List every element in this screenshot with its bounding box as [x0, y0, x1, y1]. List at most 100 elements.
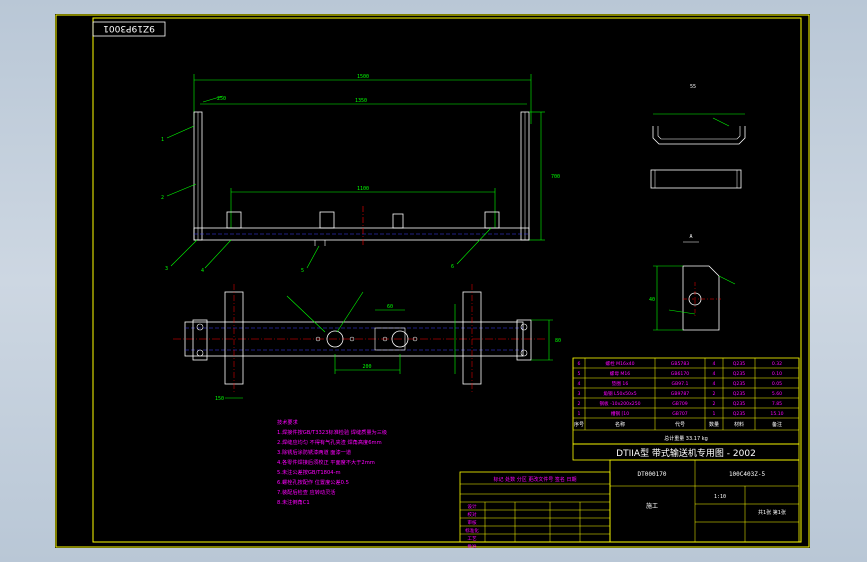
- parts-cell-name: 钢板 -10x200x250: [599, 400, 640, 407]
- title-block-row-label: 标准化: [465, 527, 479, 534]
- callout-5: 5: [301, 268, 304, 274]
- parts-header-wt: 备注: [772, 421, 782, 428]
- parts-cell-qty: 2: [713, 391, 716, 397]
- part-code: 100C403Z-5: [729, 471, 766, 478]
- parts-cell-wt: 15.10: [770, 411, 783, 417]
- title-block-row-label: 设计: [467, 503, 477, 510]
- parts-cell-mat: Q235: [733, 411, 745, 417]
- parts-cell-no: 5: [578, 371, 581, 377]
- parts-cell-no: 3: [578, 391, 581, 397]
- parts-header-qty: 数量: [709, 421, 719, 428]
- parts-cell-wt: 7.85: [772, 401, 782, 407]
- callout-6: 6: [451, 264, 454, 270]
- change-header: 标记 处数 分区 更改文件号 签名 日期: [494, 476, 577, 483]
- parts-cell-qty: 2: [713, 401, 716, 407]
- note-line: 5.未注公差按GB/T1804-m: [277, 468, 341, 476]
- code-stamp-box: [92, 21, 166, 37]
- cad-drawing: 9Z19P3001 1500 1350 250 700 1100: [55, 14, 810, 548]
- callout-4: 4: [201, 268, 204, 274]
- info-block: [609, 459, 800, 543]
- parts-cell-no: 2: [578, 401, 581, 407]
- notes-heading: 技术要求: [277, 418, 299, 426]
- parts-cell-std: GB9787: [671, 391, 689, 397]
- parts-cell-std: GB97.1: [672, 381, 689, 387]
- note-line: 6.螺栓孔按配作 位置度公差0.5: [277, 478, 349, 486]
- dim-inner-width: 1350: [355, 98, 367, 104]
- parts-cell-wt: 0.32: [772, 361, 782, 367]
- detail-view-top: 55: [650, 84, 746, 189]
- parts-cell-std: GB709: [672, 401, 688, 407]
- parts-cell-mat: Q235: [733, 401, 745, 407]
- plan-right-plate: [462, 291, 482, 385]
- parts-header-std: 代号: [675, 421, 685, 428]
- plan-right-lug: [516, 319, 532, 361]
- parts-cell-qty: 4: [713, 381, 716, 387]
- parts-cell-wt: 0.10: [772, 371, 782, 377]
- title-block-row-label: 工艺: [467, 536, 477, 542]
- parts-cell-wt: 0.05: [772, 381, 782, 387]
- callout-1: 1: [161, 137, 164, 143]
- plan-left-plate: [224, 291, 244, 385]
- parts-cell-std: GB5783: [671, 361, 689, 367]
- detail-channel-top: [652, 126, 746, 145]
- parts-cell-mat: Q235: [733, 381, 745, 387]
- stage-label: 施工: [646, 502, 658, 510]
- parts-cell-no: 1: [578, 411, 581, 417]
- parts-summary: 总计重量 33.17 kg: [664, 435, 708, 442]
- callout-2: 2: [161, 195, 164, 201]
- parts-cell-name: 垫圈 16: [612, 380, 629, 387]
- parts-cell-mat: Q235: [733, 361, 745, 367]
- dim-section: 40: [649, 297, 655, 303]
- parts-cell-no: 6: [578, 361, 581, 367]
- note-line: 3.除锈后涂防锈漆两道 面漆一道: [277, 448, 351, 456]
- section-label: A: [689, 234, 692, 240]
- parts-cell-wt: 5.60: [772, 391, 782, 397]
- dim-plan-a: 200: [362, 364, 371, 370]
- parts-cell-mat: Q235: [733, 371, 745, 377]
- parts-cell-name: 螺母 M16: [610, 370, 631, 377]
- center-bracket: [319, 211, 335, 229]
- callout-3: 3: [165, 266, 168, 272]
- title-block-row-label: 校对: [467, 511, 477, 518]
- note-line: 7.装配后检查 应转动灵活: [277, 488, 335, 496]
- drawing-number: DT000170: [638, 471, 667, 478]
- right-bracket: [484, 211, 500, 229]
- parts-header-name: 名称: [615, 421, 625, 428]
- detail-section-a: A 40: [649, 234, 736, 331]
- parts-cell-mat: Q235: [733, 391, 745, 397]
- dim-bottom-span: 1100: [357, 186, 369, 192]
- inner-border: [92, 17, 802, 543]
- parts-cell-std: GB6170: [671, 371, 689, 377]
- front-view: 1500 1350 250 700 1100 1 2: [161, 74, 560, 274]
- plan-hole-left: [326, 330, 344, 348]
- note-line: 2.焊缝应均匀 不得有气孔夹渣 焊角高度6mm: [277, 438, 382, 446]
- parts-cell-name: 螺栓 M16x40: [605, 360, 634, 367]
- drawing-title: DTIIA型 带式输送机专用图 - 2002: [616, 447, 756, 459]
- parts-cell-qty: 4: [713, 371, 716, 377]
- title-block-row-label: 审核: [467, 519, 477, 526]
- outer-border: [55, 14, 810, 548]
- dim-small-gap: 150: [215, 396, 224, 402]
- section-plate: [682, 265, 720, 331]
- parts-header-no: 序号: [574, 421, 584, 428]
- parts-cell-no: 4: [578, 381, 581, 387]
- dim-plan-c: 80: [555, 338, 561, 344]
- detail-channel-side: [650, 169, 742, 189]
- parts-cell-name: 角钢 L50x50x5: [603, 390, 636, 397]
- plan-view: 200 60 80 150: [173, 284, 561, 402]
- plan-beam-outline: [184, 321, 524, 357]
- note-line: 4.各零件焊接后须校正 平面度不大于2mm: [277, 458, 375, 466]
- plan-left-lug: [192, 319, 208, 361]
- mid-bracket: [392, 213, 404, 229]
- dim-height: 700: [551, 174, 560, 180]
- sheet-count: 共1张 第1张: [758, 509, 786, 516]
- parts-cell-std: GB707: [672, 411, 688, 417]
- detail-top-label: 55: [690, 84, 696, 90]
- dim-plan-b: 60: [387, 304, 393, 310]
- note-line: 8.未注倒角C1: [277, 498, 310, 506]
- scale: 1:10: [714, 494, 726, 500]
- parts-cell-name: 槽钢 [10: [611, 410, 629, 417]
- dim-overall-width: 1500: [357, 74, 369, 80]
